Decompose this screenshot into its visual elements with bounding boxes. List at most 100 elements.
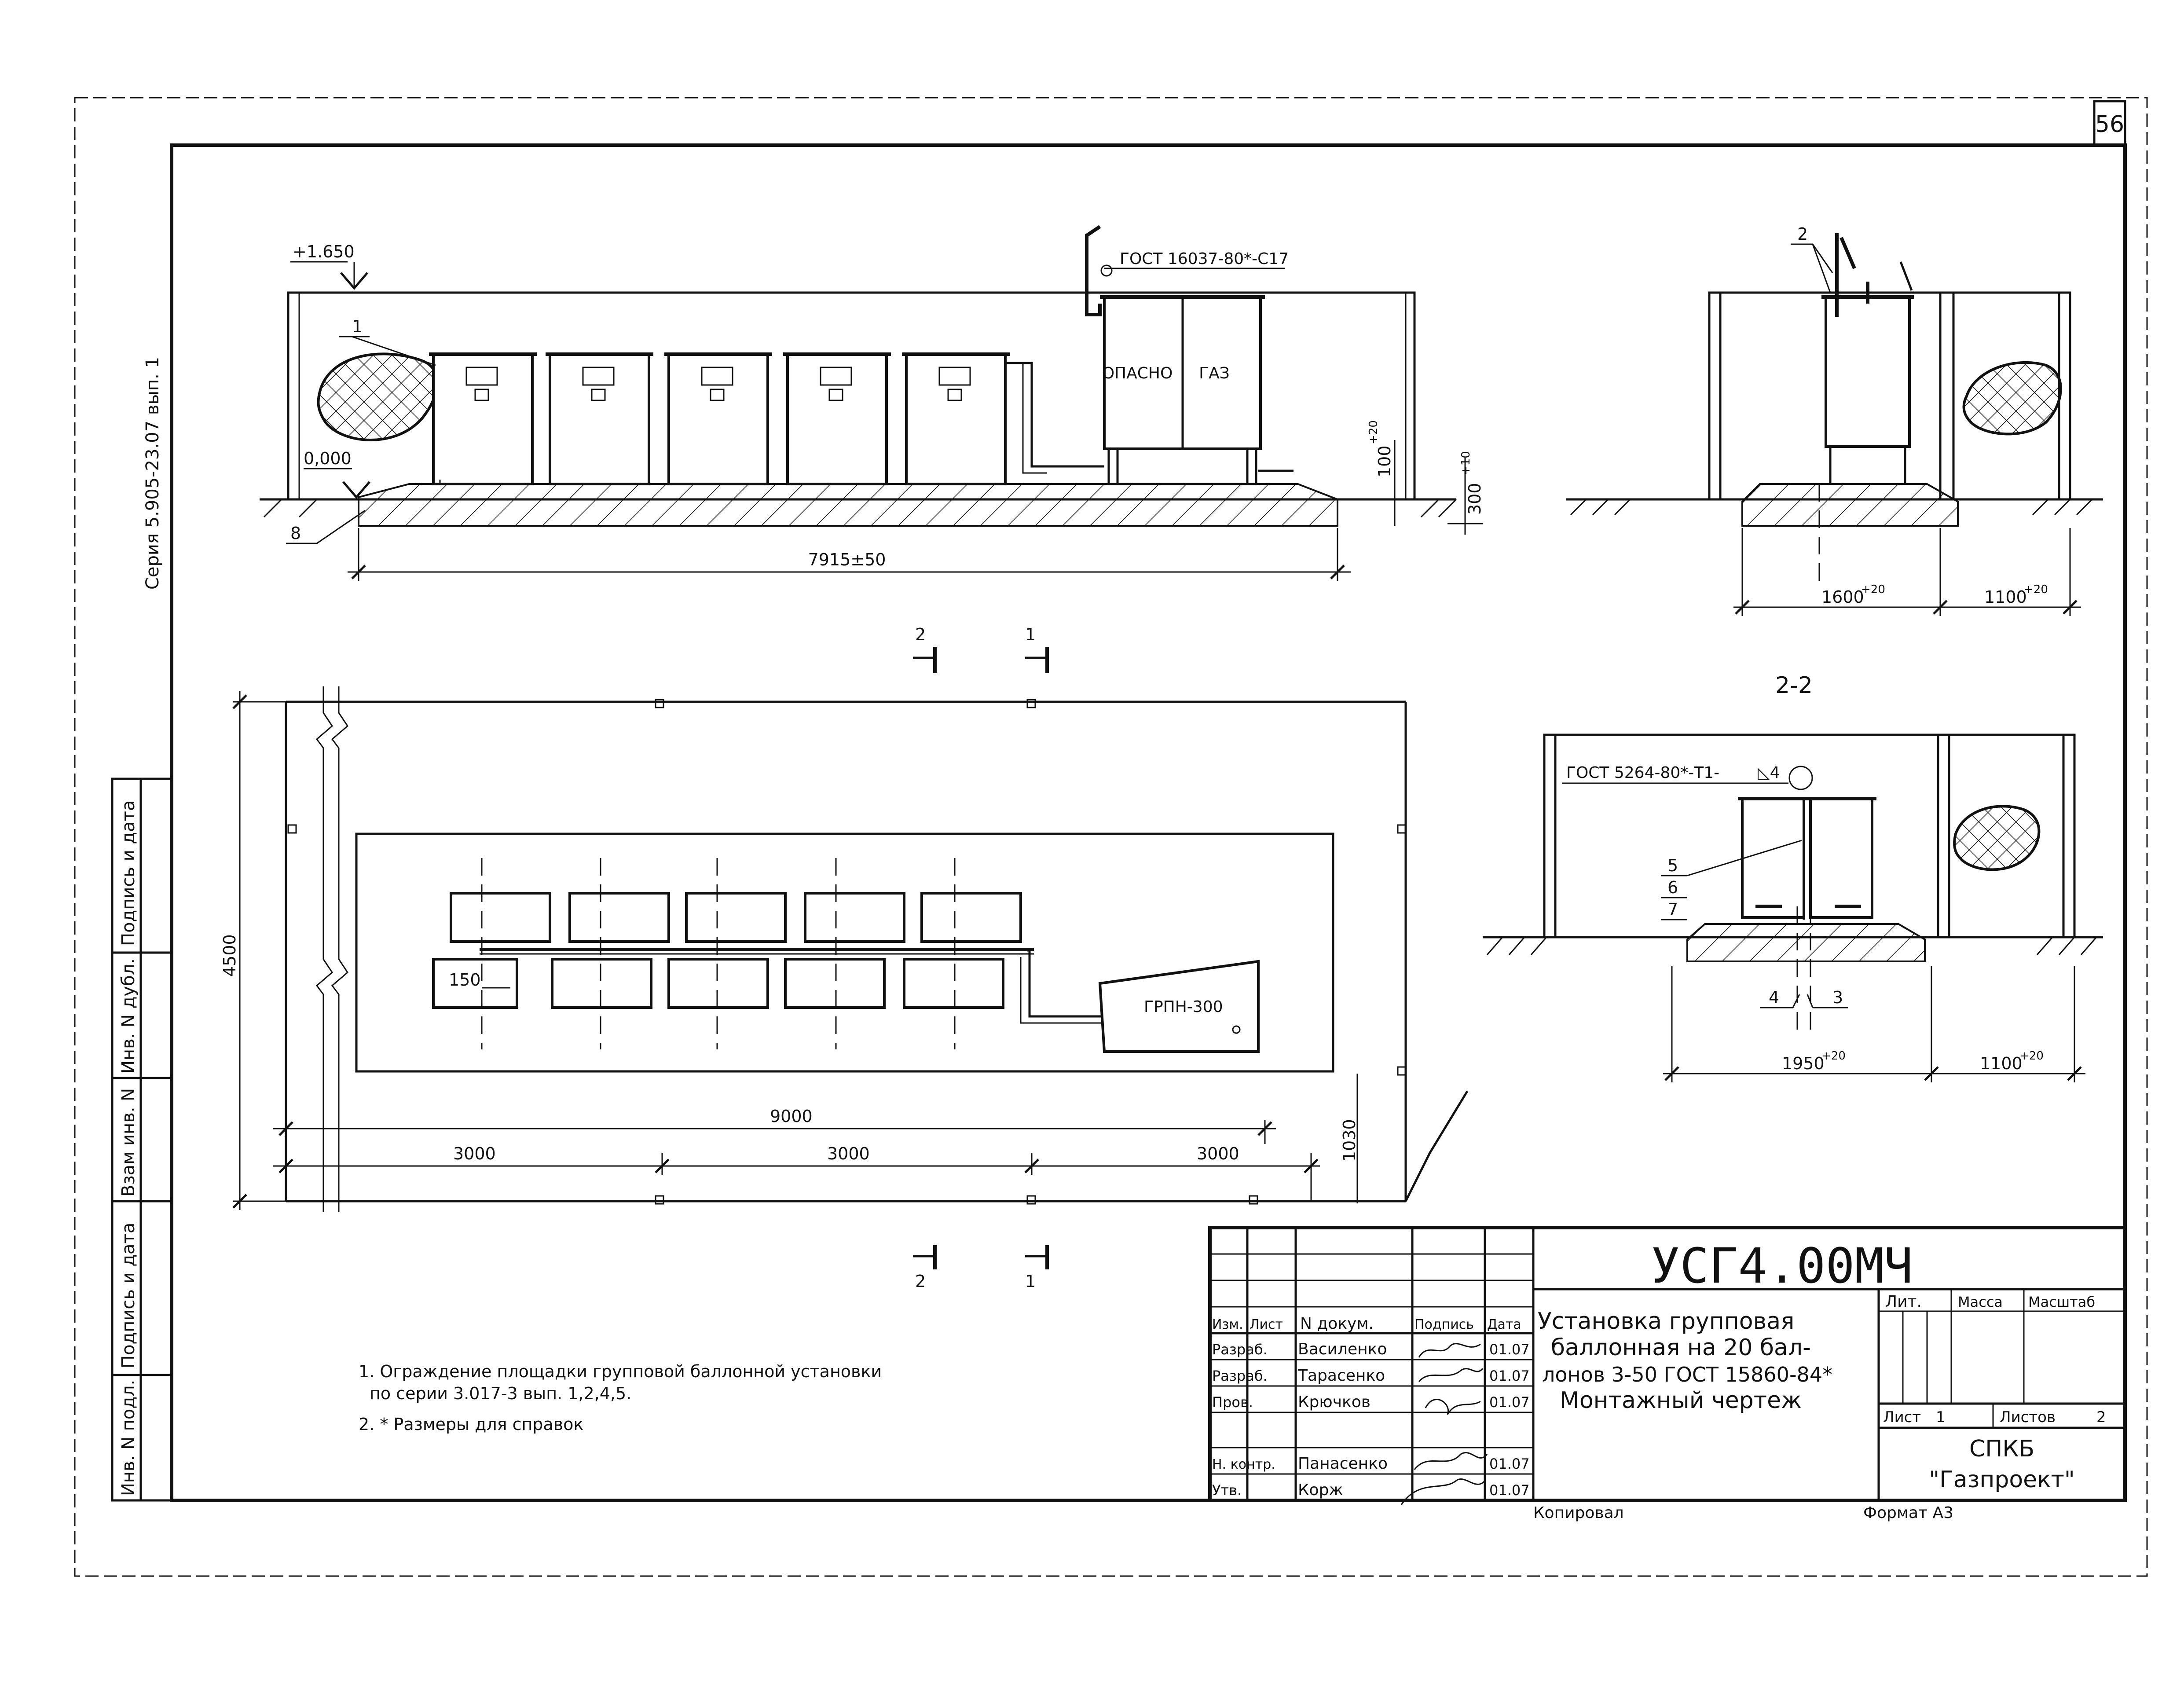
plan-cabinets-bottom-row bbox=[432, 958, 1004, 1009]
tb-col-izm: Изм. bbox=[1212, 1317, 1243, 1332]
notes-block: 1. Ограждение площадки групповой баллонн… bbox=[359, 1362, 882, 1434]
position-8-label: 8 bbox=[290, 524, 301, 543]
tb-row-1-role: Разраб. bbox=[1212, 1341, 1268, 1358]
title-block: Изм. Лист N докум. Подпись Дата Разраб. … bbox=[1208, 1226, 2127, 1522]
section1-cabinet bbox=[1825, 296, 1911, 448]
plan-dim-150: 150 bbox=[449, 970, 481, 990]
break-line-2 bbox=[331, 686, 348, 1212]
plan-cabinet-b2 bbox=[551, 958, 652, 1009]
tb-lit-label: Лит. bbox=[1885, 1293, 1922, 1311]
section2-weld-note: ГОСТ 5264-80*-Т1- bbox=[1566, 764, 1719, 782]
section2-dim-1100-tol: +20 bbox=[2019, 1049, 2044, 1063]
cabinet-1 bbox=[429, 352, 537, 485]
tb-sheets-label: Листов bbox=[2000, 1408, 2056, 1426]
note-2: 2. * Размеры для справок bbox=[359, 1415, 583, 1434]
cabinet-3 bbox=[664, 352, 772, 485]
level-mark-zero bbox=[342, 481, 370, 499]
section2-weld-circle bbox=[1788, 766, 1813, 790]
outer-trim-border bbox=[74, 97, 2148, 1577]
stamp-orig-inv: Инв. N подл. bbox=[118, 1380, 139, 1496]
section2-position-5: 5 bbox=[1667, 856, 1678, 875]
plan-cabinet-t2 bbox=[568, 892, 670, 943]
fence-mesh-icon bbox=[317, 352, 439, 441]
sheet-frame: 56 Серия 5.905-23.07 вып. 1 bbox=[74, 97, 2148, 1577]
plan-cabinet-b4 bbox=[784, 958, 886, 1009]
gas-sign-text: ГАЗ bbox=[1199, 364, 1230, 382]
elevation-view: ОПАСНО ГАЗ ГОСТ 16037-80*-С17 +1.650 0,0… bbox=[260, 225, 1484, 581]
tb-row-4-date: 01.07 bbox=[1489, 1456, 1530, 1472]
danger-sign-text: ОПАСНО bbox=[1102, 364, 1173, 382]
section1-fence-mesh-icon bbox=[1962, 361, 2062, 436]
cut-1-bottom: 1 bbox=[1025, 1272, 1036, 1291]
tb-row-5-name: Корж bbox=[1298, 1481, 1343, 1499]
tb-title-line-4: Монтажный чертеж bbox=[1560, 1387, 1802, 1414]
weld-note-elevation: ГОСТ 16037-80*-С17 bbox=[1120, 250, 1289, 268]
tb-copied-label: Копировал bbox=[1533, 1504, 1624, 1522]
tb-row-2-name: Тарасенко bbox=[1297, 1367, 1385, 1385]
plan-cabinet-t1 bbox=[450, 892, 551, 943]
regulator-cabinet-elevation: ОПАСНО ГАЗ bbox=[1100, 295, 1265, 485]
elevation-concrete-slab bbox=[358, 483, 1338, 527]
level-top-text: +1.650 bbox=[293, 242, 355, 261]
plan-dim-3000-c: 3000 bbox=[1197, 1144, 1239, 1163]
plan-cabinet-b5 bbox=[903, 958, 1004, 1009]
signature-2 bbox=[1418, 1368, 1484, 1382]
tb-title-line-1: Установка групповая bbox=[1538, 1308, 1794, 1335]
tb-title-line-3: лонов 3-50 ГОСТ 15860-84* bbox=[1542, 1363, 1832, 1386]
tb-org-line-2: "Газпроект" bbox=[1929, 1467, 2075, 1493]
position-1-label: 1 bbox=[352, 317, 363, 336]
cabinet-5 bbox=[902, 352, 1010, 485]
plan-cabinet-t5 bbox=[920, 892, 1022, 943]
tb-row-4-role: Н. контр. bbox=[1212, 1457, 1275, 1472]
page-number: 56 bbox=[2095, 111, 2124, 138]
section2-dim-1100: 1100 bbox=[1980, 1054, 2023, 1073]
tb-row-5-role: Утв. bbox=[1212, 1482, 1242, 1499]
plan-cabinet-t3 bbox=[685, 892, 787, 943]
tb-org-line-1: СПКБ bbox=[1969, 1436, 2034, 1462]
signature-4 bbox=[1414, 1452, 1488, 1470]
signature-1 bbox=[1418, 1343, 1481, 1358]
stamp-sign-date-bottom: Подпись и дата bbox=[118, 1223, 139, 1368]
section2-position-7: 7 bbox=[1667, 900, 1678, 919]
plan-cabinet-b3 bbox=[667, 958, 769, 1009]
plan-dim-1030: 1030 bbox=[1340, 1119, 1359, 1162]
plan-dim-4500: 4500 bbox=[220, 934, 239, 977]
tb-sheets-value: 2 bbox=[2096, 1408, 2106, 1426]
section1-dim-1600: 1600 bbox=[1821, 587, 1864, 607]
dim-100-tolerance: +20 bbox=[1367, 420, 1380, 444]
section2-slab bbox=[1686, 923, 1926, 962]
plan-dim-9000: 9000 bbox=[770, 1107, 813, 1126]
tb-row-3-date: 01.07 bbox=[1489, 1394, 1530, 1411]
note-1-line-1: 1. Ограждение площадки групповой баллонн… bbox=[359, 1362, 882, 1381]
signature-5 bbox=[1400, 1478, 1486, 1505]
tb-col-doc: N докум. bbox=[1300, 1315, 1374, 1333]
section2-position-6: 6 bbox=[1667, 878, 1678, 897]
tb-row-1-name: Василенко bbox=[1298, 1340, 1387, 1358]
cut-2-top: 2 bbox=[915, 625, 926, 644]
plan-gate-leaf bbox=[1404, 1090, 1469, 1202]
section2-cabinet-left bbox=[1741, 797, 1805, 919]
level-zero-text: 0,000 bbox=[304, 449, 352, 468]
plan-slab-outline bbox=[355, 832, 1334, 1073]
dim-300-tolerance: +10 bbox=[1459, 451, 1473, 475]
cabinet-row-elevation bbox=[429, 352, 1010, 485]
tb-mass-label: Масса bbox=[1958, 1294, 2003, 1310]
gas-pipe-elevation bbox=[1005, 362, 1104, 468]
tb-scale-label: Масштаб bbox=[2028, 1294, 2095, 1310]
tb-col-sign: Подпись bbox=[1414, 1317, 1474, 1332]
tb-doc-code: УСГ4.00МЧ bbox=[1651, 1238, 1913, 1294]
tb-row-5-date: 01.07 bbox=[1489, 1482, 1530, 1499]
section2-weld-leg: ◺4 bbox=[1758, 764, 1780, 782]
section2-dim-1950: 1950 bbox=[1782, 1054, 1825, 1073]
side-stamp: Подпись и дата Инв. N дубл. Взам инв. N … bbox=[111, 777, 173, 1502]
dim-7915-text: 7915±50 bbox=[808, 550, 886, 569]
dim-100-text: 100 bbox=[1375, 445, 1394, 477]
plan-dim-3000-b: 3000 bbox=[827, 1144, 870, 1163]
section2-position-4: 4 bbox=[1769, 988, 1779, 1007]
section1-position-2: 2 bbox=[1797, 224, 1808, 244]
section1-dim-1600-tol: +20 bbox=[1861, 583, 1885, 596]
plan-cabinet-b1 bbox=[432, 958, 518, 1009]
tb-row-3-name: Крючков bbox=[1298, 1393, 1370, 1411]
tb-col-list: Лист bbox=[1250, 1317, 1283, 1332]
plan-dim-3000-a: 3000 bbox=[453, 1144, 496, 1163]
